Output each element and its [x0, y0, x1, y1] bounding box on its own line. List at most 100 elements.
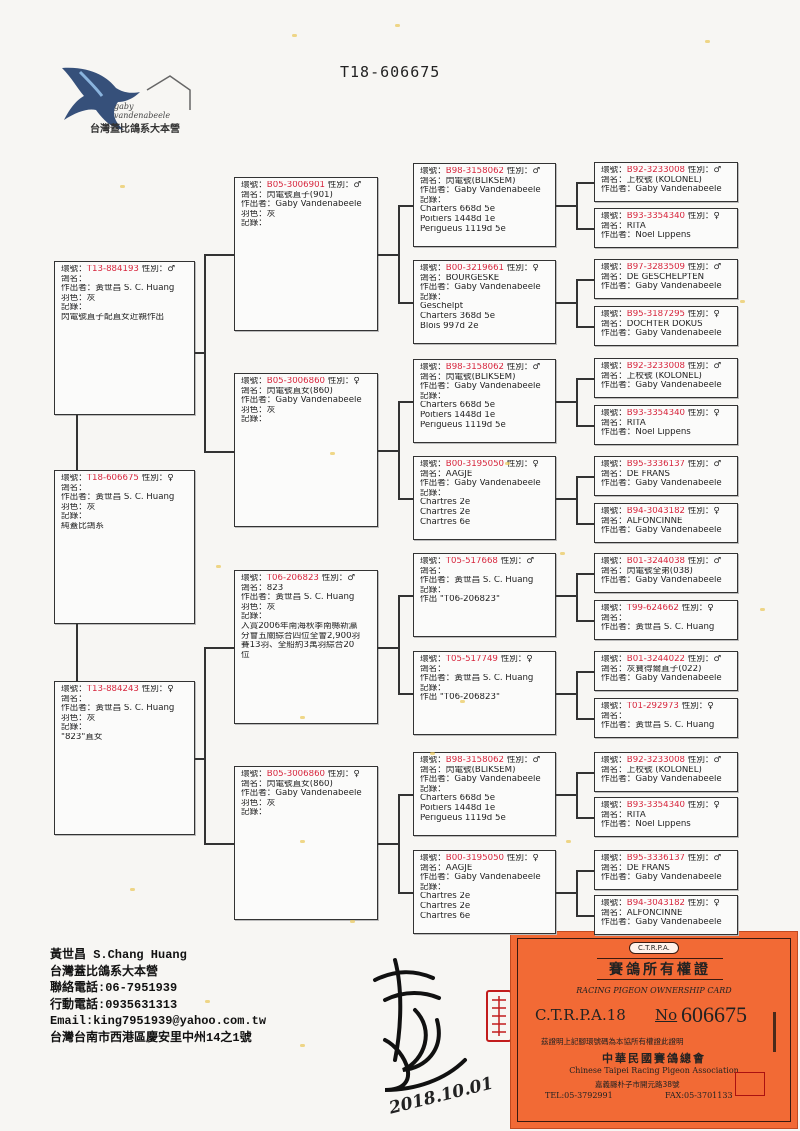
connector-line — [398, 595, 413, 597]
ring-label: 環號： — [601, 557, 627, 566]
pedigree-box-great-grandparent: 環號：T99-624662 性別：♀鴿名：作出者：黃世昌 S. C. Huang — [594, 600, 738, 640]
ring-number: T06-206823 — [266, 574, 319, 583]
breeder-name: Gaby Vandenabeele — [635, 918, 722, 928]
ring-number: B98-3158062 — [445, 363, 505, 372]
ring-row: 環號：T13-884243 性別：♀ — [61, 685, 190, 695]
breeder-row: 作出者：Noel Lippens — [601, 820, 733, 830]
sex-symbol: ♂ — [713, 557, 722, 566]
name-row: 鴿名：閃電號直女(860) — [241, 780, 373, 790]
connector-line — [398, 401, 400, 498]
notes-label: 記錄： — [420, 683, 446, 693]
breeder-label: 作出者： — [241, 593, 276, 603]
color-row: 羽色：灰 — [241, 603, 373, 613]
notes-label: 記錄： — [420, 585, 446, 595]
ring-number: B01-3244038 — [626, 557, 686, 566]
breeder-label: 作出者： — [601, 381, 636, 391]
note-line: "823"直女 — [61, 732, 103, 742]
ring-label: 環號： — [61, 685, 87, 694]
note-line: Chartres 2e — [420, 892, 471, 902]
paper-speck — [566, 840, 571, 843]
logo-name: 台灣蓋比鴿系大本營 — [90, 124, 180, 135]
note-line: Charters 668d 5e — [420, 794, 495, 804]
name-label: 鴿名： — [241, 190, 267, 200]
connector-line — [576, 523, 594, 525]
breeder-row: 作出者：Gaby Vandenabeele — [601, 526, 733, 536]
ring-number: T05-517749 — [445, 655, 498, 664]
breeder-label: 作出者： — [601, 918, 636, 928]
breeder-label: 作出者： — [420, 186, 455, 196]
connector-line — [398, 693, 413, 695]
note-line: 位 — [241, 650, 250, 660]
breeder-row: 作出者：Gaby Vandenabeele — [420, 479, 551, 489]
note-line: Poitiers 1448d 1e — [420, 410, 496, 420]
contact-email: Email:king7951939@yahoo.com.tw — [50, 1014, 267, 1029]
sex-symbol: ♂ — [713, 166, 722, 175]
connector-line — [398, 401, 413, 403]
breeder-name: Gaby Vandenabeele — [275, 789, 362, 799]
breeder-name: 黃世昌 S. C. Huang — [635, 623, 715, 633]
pedigree-box-great-grandparent: 環號：B92-3233008 性別：♂鴿名：上校號 (KOLONEL)作出者：G… — [594, 358, 738, 398]
note-line: 作出 "T06-206823" — [420, 595, 500, 605]
breeder-name: Gaby Vandenabeele — [454, 775, 541, 785]
notes-label: 記錄： — [420, 488, 446, 498]
color-label: 羽色： — [61, 713, 87, 723]
connector-line — [204, 647, 206, 843]
name-label: 鴿名： — [601, 566, 627, 576]
breeder-label: 作出者： — [601, 873, 636, 883]
ring-number: B92-3233008 — [626, 166, 686, 175]
sex-symbol: ♂ — [532, 167, 541, 176]
sex-symbol: ♂ — [713, 263, 722, 272]
ring-row: 環號：B00-3195050 性別：♀ — [420, 460, 551, 470]
breeder-row: 作出者：Gaby Vandenabeele — [420, 186, 551, 196]
breeder-name: 黃世昌 S. C. Huang — [635, 721, 715, 731]
breeder-name: Noel Lippens — [635, 231, 691, 241]
name-row: 鴿名：BOURGESKE — [420, 274, 551, 284]
logo-signature: gaby vandenabeele — [114, 102, 171, 120]
breeder-label: 作出者： — [601, 623, 636, 633]
breeder-row: 作出者：Gaby Vandenabeele — [601, 918, 733, 928]
pigeon-name: ALFONCINNE — [626, 516, 683, 526]
connector-line — [204, 647, 234, 649]
ring-label: 環號： — [241, 770, 267, 779]
pedigree-box-grandparent: 環號：B98-3158062 性別：♂鴿名：閃電號(BLIKSEM)作出者：Ga… — [413, 359, 556, 443]
sex-label: 性別： — [685, 557, 714, 566]
connector-line — [398, 205, 413, 207]
sex-label: 性別： — [685, 854, 714, 863]
ring-label: 環號： — [601, 362, 627, 371]
connector-line — [576, 817, 594, 819]
breeder-row: 作出者：Gaby Vandenabeele — [601, 674, 733, 684]
connector-line — [576, 671, 578, 718]
pigeon-name: 上校號 (KOLONEL) — [626, 371, 702, 381]
name-label: 鴿名： — [420, 273, 446, 283]
note-line: 閃電號直子配直女近親作出 — [61, 312, 165, 322]
sex-label: 性別： — [138, 474, 168, 483]
color-row: 羽色：灰 — [241, 799, 373, 809]
breeder-name: 黃世昌 S. C. Huang — [275, 593, 355, 603]
ring-label: 環號： — [241, 377, 267, 386]
breeder-row: 作出者：黃世昌 S. C. Huang — [241, 593, 373, 603]
ring-label: 環號： — [601, 702, 627, 711]
color-label: 羽色： — [61, 293, 87, 303]
breeder-name: 黃世昌 S. C. Huang — [95, 704, 175, 714]
pigeon-name: AAGJE — [445, 469, 473, 479]
ring-label: 環號： — [601, 854, 627, 863]
name-label: 鴿名： — [420, 765, 446, 775]
name-row: 鴿名：閃電號直女(860) — [241, 387, 373, 397]
sex-label: 性別： — [325, 770, 354, 779]
paper-speck — [460, 700, 465, 703]
name-row: 鴿名： — [61, 695, 190, 705]
name-row: 鴿名：AAGJE — [420, 864, 551, 874]
connector-line — [204, 843, 234, 845]
note-line: Perigueus 1119d 5e — [420, 813, 506, 823]
sex-label: 性別： — [685, 899, 714, 908]
feather-color: 灰 — [266, 405, 276, 415]
pedigree-box-parent: 環號：B05-3006860 性別：♀鴿名：閃電號直女(860)作出者：Gaby… — [234, 766, 378, 920]
ring-label: 環號： — [420, 756, 446, 765]
name-row: 鴿名：DE FRANS — [601, 470, 733, 480]
breeder-row: 作出者：黃世昌 S. C. Huang — [601, 721, 733, 731]
name-row: 鴿名：RITA — [601, 419, 733, 429]
contact-phone: 聯絡電話:06-7951939 — [50, 981, 178, 996]
